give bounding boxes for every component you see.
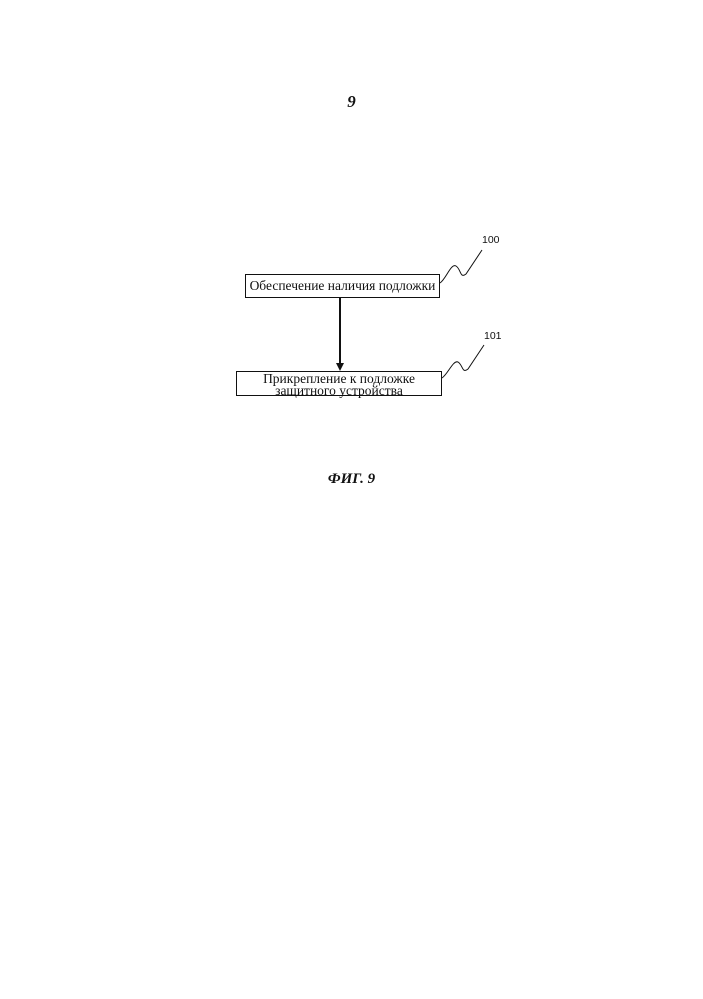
step-box-100: Обеспечение наличия подложки xyxy=(245,274,440,298)
leader-line-100 xyxy=(440,250,482,283)
flow-arrow-head xyxy=(336,363,344,371)
ref-label-101: 101 xyxy=(484,330,502,342)
step-100-text: Обеспечение наличия подложки xyxy=(250,278,436,293)
leader-line-101 xyxy=(442,345,484,378)
ref-label-100: 100 xyxy=(482,234,500,246)
step-101-text-line2: защитного устройства xyxy=(237,385,441,397)
step-box-101: Прикрепление к подложке защитного устрой… xyxy=(236,371,442,396)
figure-caption: ФИГ. 9 xyxy=(0,471,703,488)
